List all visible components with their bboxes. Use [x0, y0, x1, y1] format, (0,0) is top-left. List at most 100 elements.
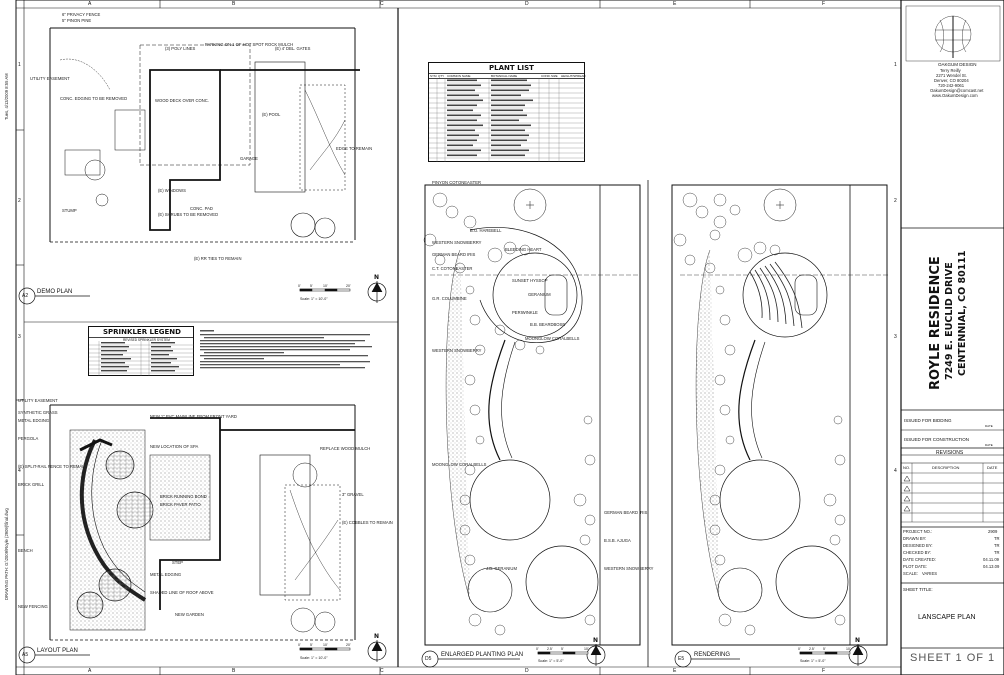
planting-label-16: J.B. GERANIUM — [486, 566, 517, 571]
firm-line-1: 2271 Wendel St. — [936, 73, 967, 78]
rev-header-date: DATE — [987, 465, 998, 470]
planting-label-7: GERANIUM — [528, 292, 551, 297]
info-value-drawn-by: TR — [994, 536, 1000, 541]
rev-header-no: NO. — [903, 465, 911, 470]
planting-label-17: WESTERN SNOWBERRY — [604, 566, 654, 571]
scale-layout-3: 20' — [346, 643, 351, 647]
planting-label-5: C.T. COTONEASTER — [432, 266, 473, 271]
firm-name: OAKGUM DESIGN — [938, 62, 977, 67]
demo-callout-8: (E) POOL — [262, 112, 281, 117]
layout-callout-10: BRICK PAVER PATIO — [160, 502, 201, 507]
layout-callout-4: (E) SPLIT-RAIL FENCE TO REMAIN — [18, 464, 87, 469]
layout-callout-7: NEW 1" PVC MAINLINE FROM FRONT YARD — [150, 414, 237, 419]
demo-callout-3: PARKING ON 1 OF HOT SPOT ROCK MULCH — [205, 42, 294, 47]
plant-list-rows — [429, 78, 585, 162]
planting-label-6: SUNSET HYSSOP — [512, 278, 548, 283]
demo-callout-10: (E) WINDOWS — [158, 188, 186, 193]
grid-col-d: D — [525, 1, 529, 7]
demo-callout-9: GARAGE — [240, 156, 258, 161]
layout-callout-3: PERGOLA — [18, 436, 39, 441]
demo-callout-12: (E) SHRUBS TO BE REMOVED — [158, 212, 219, 217]
grid-col-a-bottom: A — [88, 668, 92, 674]
grid-col-e-bottom: E — [673, 668, 677, 674]
planting-label-11: MOONGLOW CORALBELLS — [525, 336, 580, 341]
scale-demo-2: 10' — [323, 284, 328, 288]
grid-col-c: C — [380, 1, 384, 7]
demo-callout-13: CONC. PAD — [190, 206, 213, 211]
grid-col-f-bottom: F — [822, 668, 826, 674]
demo-callout-15: (E) RR TIES TO REMAIN — [194, 256, 242, 261]
plant-list-title: PLANT LIST — [489, 64, 534, 72]
planting-label-14: GERMAN BEARD IRIS — [604, 510, 648, 515]
sprinkler-legend-subtitle: REVISED SPRINKLER SYSTEM — [123, 338, 170, 342]
planting-label-8: G.R. COLUMBINE — [432, 296, 467, 301]
planting-plan-linework — [423, 184, 641, 646]
revisions-title: REVISIONS — [936, 450, 964, 456]
layout-callout-12: (E) COBBLES TO REMAIN — [342, 520, 393, 525]
issued-for-bidding: ISSUED FOR BIDDING — [904, 418, 952, 423]
rendering-view-title: RENDERING — [694, 652, 731, 658]
planting-view-number: D5 — [425, 656, 432, 662]
demo-callout-2: (3) POLY LINES — [165, 46, 196, 51]
planting-label-10: B.B. BEARDBOSE — [530, 322, 566, 327]
planting-label-9: PERIWINKLE — [512, 310, 538, 315]
grid-row-3-right: 3 — [894, 334, 897, 340]
planting-view-title: ENLARGED PLANTING PLAN — [441, 652, 524, 658]
sheet-title: LANSCAPE PLAN — [918, 614, 976, 621]
info-label-designed-by: DESIGNED BY: — [903, 543, 933, 548]
demo-view-number: A2 — [22, 293, 29, 299]
demo-plan-linework — [49, 27, 360, 243]
project-address: 7249 E. EUCLID DRIVE — [944, 262, 955, 380]
demo-scale: Scale: 1" = 10'-0" — [300, 297, 328, 301]
info-value-project-no: 2909 — [988, 529, 998, 534]
firm-logo — [905, 5, 1001, 62]
sidebar-date: Tues, 4/13/2009 8:55 AM — [4, 73, 9, 120]
demo-callout-7: WOOD DECK OVER CONC. — [155, 98, 209, 103]
rendering-scale: Scale: 1" = 5'-0" — [800, 659, 826, 663]
demo-callout-0: 6" PRIVACY FENCE — [62, 12, 101, 17]
grid-row-4-right: 4 — [894, 468, 897, 474]
layout-callout-16: NEW GARDEN — [175, 612, 204, 617]
north-label-demo: N — [374, 274, 380, 281]
plant-list-header-botanical: BOTANICAL NAME — [491, 74, 518, 78]
layout-callout-2: METAL EDGING — [18, 418, 50, 423]
info-value-date-created: 04.11.09 — [983, 557, 999, 562]
plant-list-header-sym: SYM — [430, 74, 437, 78]
layout-callout-8: NEW LOCATION OF SPA — [150, 444, 199, 449]
scale-planting-1: 2.5' — [547, 647, 553, 651]
scale-rendering-3: 10' — [846, 647, 851, 651]
planting-label-2: WESTERN SNOWBERRY — [432, 240, 482, 245]
grid-col-b-bottom: B — [232, 668, 236, 674]
layout-callout-0: UTILITY EASEMENT — [18, 398, 58, 403]
layout-callout-6: REPLACE WOOD MULCH — [320, 446, 371, 451]
firm-line-0: Terry Reilly — [940, 68, 961, 73]
rev-header-description: DESCRIPTION — [932, 465, 960, 470]
info-value-scale: VARIES — [922, 571, 938, 576]
scale-layout-1: 5' — [310, 643, 313, 647]
planting-label-15: B.S.B. AJUGA — [604, 538, 631, 543]
grid-row-3: 3 — [18, 334, 21, 340]
layout-plan-linework — [49, 404, 356, 641]
demo-callout-1: 5" PINON PINE — [62, 18, 92, 23]
info-value-plot-date: 04.13.09 — [983, 564, 1000, 569]
planting-label-13: MOONGLOW CORALBELLS — [432, 462, 487, 467]
sidebar-drawing-path: DRAWING PATH: G:\2009\Royle (2909)\final… — [4, 508, 9, 600]
plant-list-header-size: SIZE — [551, 74, 558, 78]
plant-list-header-common: COMMON NAME — [447, 74, 471, 78]
scale-planting-2: 5' — [561, 647, 564, 651]
layout-callout-15: SHADED LINE OF ROOF ABOVE — [150, 590, 214, 595]
grid-row-4: 4 — [18, 468, 21, 474]
scale-demo-1: 5' — [310, 284, 313, 288]
grid-row-2: 2 — [18, 198, 21, 204]
demo-callout-11: EDGE TO REMAIN — [336, 146, 373, 151]
scale-planting-0: 0' — [536, 647, 539, 651]
layout-callout-1: SYNTHETIC GRASS — [18, 410, 58, 415]
issued-construction-date-label: DATE — [985, 443, 993, 447]
info-label-date-created: DATE CREATED: — [903, 557, 936, 562]
sprinkler-legend-table: SPRINKLER LEGEND REVISED SPRINKLER SYSTE… — [88, 326, 194, 376]
sprinkler-notes — [200, 330, 372, 369]
grid-row-1-right: 1 — [894, 62, 897, 68]
info-label-scale: SCALE: — [903, 571, 918, 576]
